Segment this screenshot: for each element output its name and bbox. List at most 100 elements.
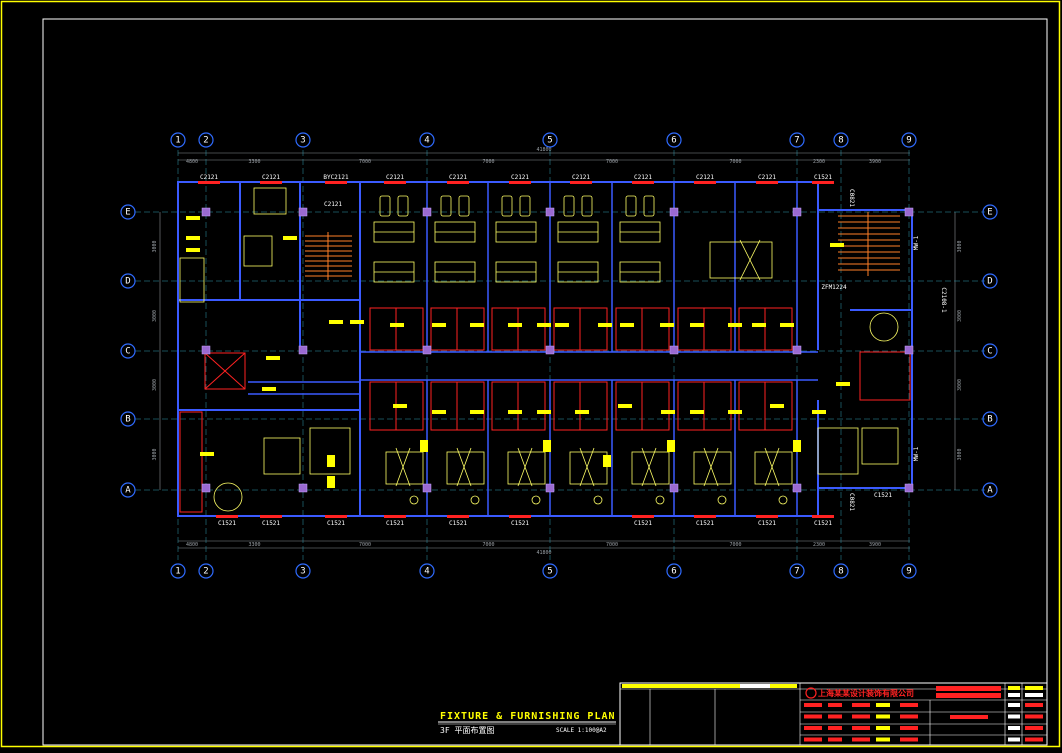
corridor-walls <box>248 351 818 395</box>
axis-bubble-right-B: B <box>987 415 992 425</box>
reception-desk <box>243 235 273 267</box>
axis-grid-lines <box>135 150 985 560</box>
title-block-cell <box>1025 714 1043 719</box>
column <box>422 207 432 217</box>
double-bed-bottom <box>385 451 424 485</box>
title-block-cell <box>1008 703 1020 707</box>
column <box>545 207 555 217</box>
elevator-shaft <box>204 352 246 390</box>
title-block-cell <box>852 703 870 707</box>
annotation-mark <box>618 404 632 408</box>
window-label-c0821-top: C0821 <box>848 189 855 207</box>
bed-detail <box>641 447 657 487</box>
title-block-cell <box>1008 714 1020 719</box>
window-label-bottom-8: C1521 <box>758 520 776 527</box>
annotation-mark <box>390 323 404 327</box>
axis-bubble-bottom-8-circle <box>833 563 849 579</box>
annotation-mark <box>537 323 551 327</box>
annotation-mark <box>393 404 407 408</box>
window-openings <box>198 181 834 518</box>
title-block-cell <box>828 714 842 719</box>
column <box>201 345 211 355</box>
dimension-top-7: 3900 <box>869 159 881 165</box>
axis-bubble-right-B-circle <box>982 411 998 427</box>
sheet-title-block: 上海某某设计装饰有限公司 <box>619 682 1048 746</box>
annotation-mark <box>432 323 446 327</box>
bathroom-left <box>179 411 203 513</box>
annotation-mark <box>770 404 784 408</box>
window-opening-top <box>694 181 716 184</box>
window-label-top-0: C2121 <box>200 174 218 181</box>
window-opening-bottom <box>216 515 238 518</box>
axis-bubble-bottom-6-circle <box>666 563 682 579</box>
window-label-top-10: C1521 <box>814 174 832 181</box>
axis-bubble-bottom-4-circle <box>419 563 435 579</box>
column <box>201 207 211 217</box>
column <box>298 483 308 493</box>
double-bed-bottom <box>569 451 608 485</box>
dimension-right-2: 3000 <box>957 379 963 391</box>
annotation-mark <box>780 323 794 327</box>
dimension-right-0: 3000 <box>957 240 963 252</box>
lamp <box>778 495 788 505</box>
window-opening-top <box>447 181 469 184</box>
dimension-bottom-7: 3900 <box>869 542 881 548</box>
annotation-mark <box>283 236 297 240</box>
column <box>669 483 679 493</box>
title-block-cell <box>804 714 822 719</box>
window-opening-top <box>509 181 531 184</box>
axis-bubble-left-B: B <box>125 415 130 425</box>
bed-detail <box>456 447 472 487</box>
double-bed-bottom <box>754 451 793 485</box>
axis-bubble-top-3: 3 <box>300 136 305 146</box>
dimension-top-3: 7000 <box>482 159 494 165</box>
annotation-mark <box>812 410 826 414</box>
company-name: 上海某某设计装饰有限公司 <box>818 688 914 698</box>
armchair <box>458 195 470 217</box>
axis-bubble-top-1: 1 <box>175 136 180 146</box>
stairs-right <box>838 212 900 276</box>
bed-detail <box>517 447 533 487</box>
title-block-cell <box>950 715 988 719</box>
axis-bubble-bottom-6: 6 <box>671 567 676 577</box>
window-opening-top <box>384 181 406 184</box>
window-label-bottom-4: C1521 <box>449 520 467 527</box>
axis-bubble-right-A: A <box>987 486 993 496</box>
title-block-cell <box>852 726 870 730</box>
armchair <box>581 195 593 217</box>
axis-bubble-right-D: D <box>987 277 992 287</box>
title-block-cell <box>876 703 890 707</box>
axis-bubble-bottom-3-circle <box>295 563 311 579</box>
window-label-top-7: C2121 <box>634 174 652 181</box>
dimension-left-3: 3000 <box>152 448 158 460</box>
stairs-left <box>305 232 352 280</box>
lamp <box>717 495 727 505</box>
column <box>904 345 914 355</box>
title-block-cell <box>1025 737 1043 742</box>
window-label-bottom-3: C1521 <box>386 520 404 527</box>
axis-bubble-top-2-circle <box>198 132 214 148</box>
axis-bubble-bottom-3: 3 <box>300 567 305 577</box>
dimension-bottom-0: 4800 <box>186 542 198 548</box>
drawing-scale: SCALE 1:100@A2 <box>556 727 607 734</box>
window-label-inner: C2121 <box>324 201 342 208</box>
axis-bubble-top-4-circle <box>419 132 435 148</box>
window-label-bottom-6: C1521 <box>634 520 652 527</box>
annotation-mark <box>620 323 634 327</box>
sofa-set <box>309 427 351 475</box>
window-label-top-2: BYC2121 <box>323 174 349 181</box>
window-opening-bottom <box>756 515 778 518</box>
column <box>792 483 802 493</box>
title-block-cell <box>1025 703 1043 707</box>
title-block-cell <box>828 726 842 730</box>
title-block-cell <box>804 726 822 730</box>
window-opening-top <box>260 181 282 184</box>
axis-bubble-bottom-1-circle <box>170 563 186 579</box>
annotation-mark-tall <box>667 440 675 452</box>
axis-bubble-top-2: 2 <box>203 136 208 146</box>
